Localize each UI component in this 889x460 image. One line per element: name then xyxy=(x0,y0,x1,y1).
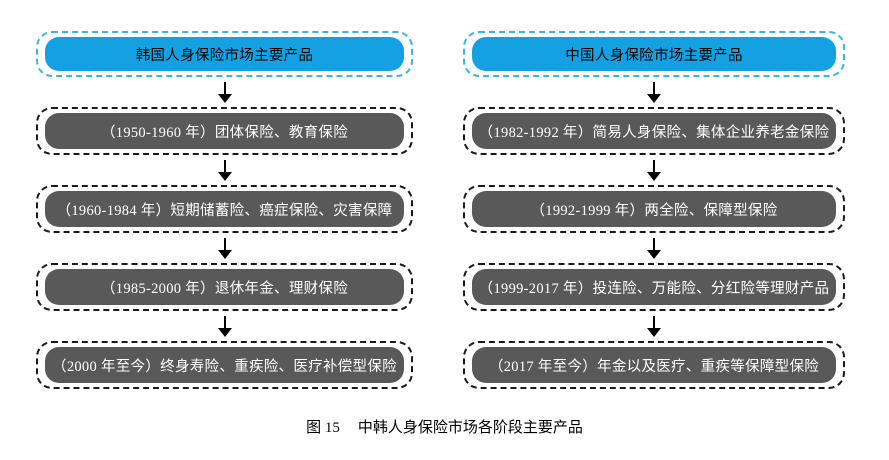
arrow-head xyxy=(647,249,661,259)
down-arrow-icon xyxy=(463,155,845,185)
arrow-stem xyxy=(223,237,226,250)
china-header-box: 中国人身保险市场主要产品 xyxy=(463,31,845,77)
korea-stage-label-4: （2000 年至今）终身寿险、重疾险、医疗补偿型保险 xyxy=(45,347,404,383)
korea-column: 韩国人身保险市场主要产品 （1950-1960 年）团体保险、教育保险 （196… xyxy=(36,31,413,389)
arrow-stem xyxy=(223,315,226,328)
arrow-stem xyxy=(653,159,655,172)
korea-stage-box-1: （1950-1960 年）团体保险、教育保险 xyxy=(36,107,413,155)
figure-caption: 图 15 中韩人身保险市场各阶段主要产品 xyxy=(0,416,889,437)
down-arrow-icon xyxy=(36,77,413,107)
arrow-stem xyxy=(653,315,655,328)
arrow-stem xyxy=(653,237,655,250)
korea-stage-box-3: （1985-2000 年）退休年金、理财保险 xyxy=(36,263,413,311)
china-column: 中国人身保险市场主要产品 （1982-1992 年）简易人身保险、集体企业养老金… xyxy=(463,31,845,389)
china-stage-label-1: （1982-1992 年）简易人身保险、集体企业养老金保险 xyxy=(472,113,836,149)
arrow-stem xyxy=(223,159,226,172)
korea-stage-label-1: （1950-1960 年）团体保险、教育保险 xyxy=(45,113,404,149)
china-stage-label-2: （1992-1999 年）两全险、保障型保险 xyxy=(472,191,836,227)
korea-stage-box-2: （1960-1984 年）短期储蓄险、癌症保险、灾害保障 xyxy=(36,185,413,233)
arrow-head xyxy=(647,171,661,181)
china-stage-box-3: （1999-2017 年）投连险、万能险、分红险等理财产品 xyxy=(463,263,845,311)
down-arrow-icon xyxy=(36,311,413,341)
korea-stage-label-2: （1960-1984 年）短期储蓄险、癌症保险、灾害保障 xyxy=(45,191,404,227)
korea-header-box: 韩国人身保险市场主要产品 xyxy=(36,31,413,77)
figure-caption-number: 图 15 xyxy=(306,420,340,436)
arrow-head xyxy=(217,327,232,337)
china-stage-label-3: （1999-2017 年）投连险、万能险、分红险等理财产品 xyxy=(472,269,836,305)
arrow-head xyxy=(217,249,232,259)
china-stage-box-4: （2017 年至今）年金以及医疗、重疾等保障型保险 xyxy=(463,341,845,389)
down-arrow-icon xyxy=(36,155,413,185)
china-stage-label-4: （2017 年至今）年金以及医疗、重疾等保障型保险 xyxy=(472,347,836,383)
down-arrow-icon xyxy=(463,77,845,107)
down-arrow-icon xyxy=(463,233,845,263)
korea-stage-label-3: （1985-2000 年）退休年金、理财保险 xyxy=(45,269,404,305)
china-stage-box-1: （1982-1992 年）简易人身保险、集体企业养老金保险 xyxy=(463,107,845,155)
figure-caption-title: 中韩人身保险市场各阶段主要产品 xyxy=(357,420,583,436)
arrow-head xyxy=(217,171,232,181)
arrow-head xyxy=(647,327,661,337)
down-arrow-icon xyxy=(36,233,413,263)
korea-stage-box-4: （2000 年至今）终身寿险、重疾险、医疗补偿型保险 xyxy=(36,341,413,389)
china-stage-box-2: （1992-1999 年）两全险、保障型保险 xyxy=(463,185,845,233)
arrow-stem xyxy=(653,81,655,94)
arrow-stem xyxy=(223,81,226,94)
korea-header-label: 韩国人身保险市场主要产品 xyxy=(45,37,404,71)
arrow-head xyxy=(647,93,661,103)
down-arrow-icon xyxy=(463,311,845,341)
arrow-head xyxy=(217,93,232,103)
china-header-label: 中国人身保险市场主要产品 xyxy=(472,37,836,71)
